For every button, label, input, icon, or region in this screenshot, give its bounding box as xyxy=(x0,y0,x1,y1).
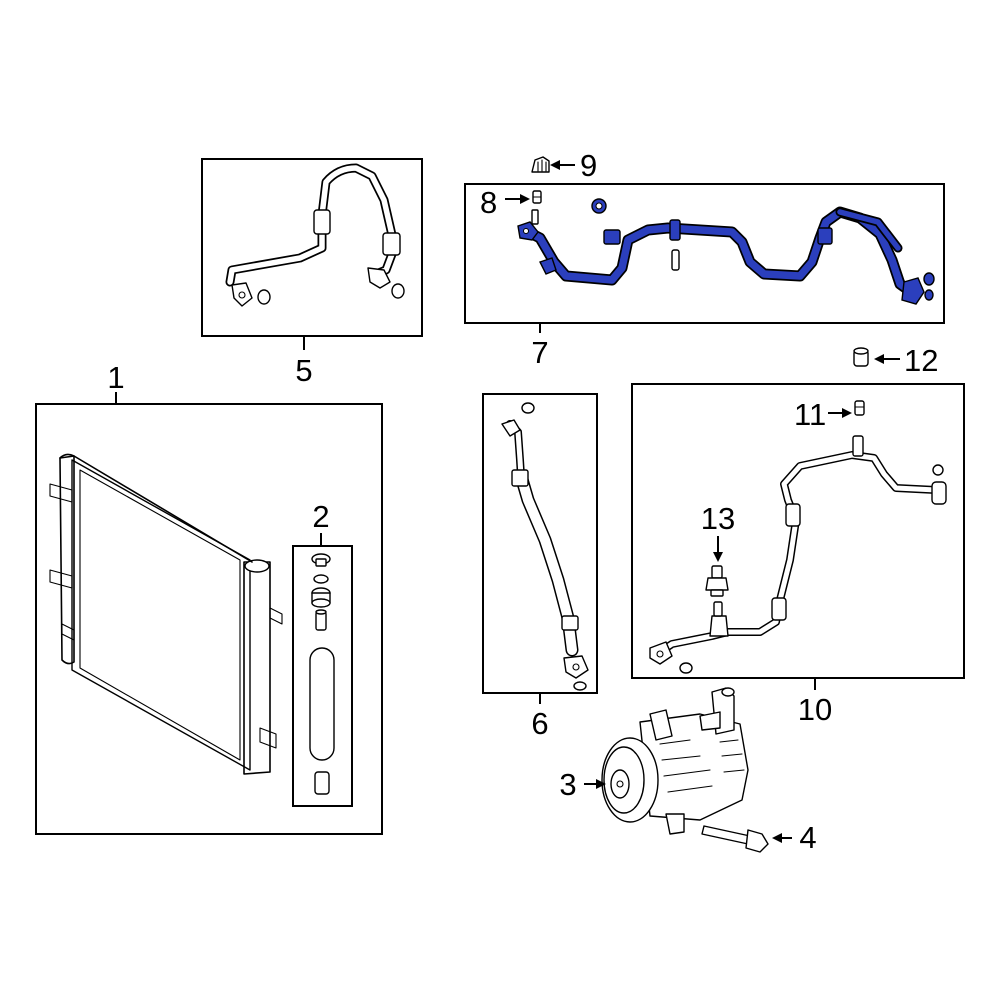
part-5-box xyxy=(201,158,423,337)
part-8-valve-core[interactable] xyxy=(532,190,542,204)
part-13-pressure-sensor[interactable] xyxy=(705,565,729,597)
callout-10: 10 xyxy=(798,692,832,727)
part-1-condenser[interactable] xyxy=(35,403,383,835)
callout-2: 2 xyxy=(312,499,329,534)
callout-1: 1 xyxy=(107,360,124,395)
callout-8: 8 xyxy=(480,185,497,220)
part-7-box xyxy=(464,183,945,324)
part-10-suction-line[interactable] xyxy=(631,383,965,679)
part-5-hose-assembly[interactable] xyxy=(201,158,423,337)
part-1-box xyxy=(35,403,383,835)
callout-4: 4 xyxy=(799,820,816,855)
callout-6: 6 xyxy=(531,706,548,741)
callout-13: 13 xyxy=(701,501,735,536)
part-9-cap[interactable] xyxy=(531,156,550,173)
callout-5: 5 xyxy=(295,353,312,388)
part-4-bolt[interactable] xyxy=(701,825,769,853)
callout-7: 7 xyxy=(531,335,548,370)
part-2-drier-kit[interactable] xyxy=(292,545,353,807)
callout-11: 11 xyxy=(794,397,826,432)
part-11-valve-core[interactable] xyxy=(854,400,865,416)
callout-12: 12 xyxy=(904,343,938,378)
callout-9: 9 xyxy=(580,148,597,183)
part-6-hose[interactable] xyxy=(482,393,598,694)
callout-3: 3 xyxy=(559,767,576,802)
part-10-box xyxy=(631,383,965,679)
part-7-highlighted-ac-line[interactable] xyxy=(464,183,945,324)
part-12-cap[interactable] xyxy=(853,347,869,367)
part-2-box xyxy=(292,545,353,807)
part-3-compressor[interactable] xyxy=(601,687,749,835)
